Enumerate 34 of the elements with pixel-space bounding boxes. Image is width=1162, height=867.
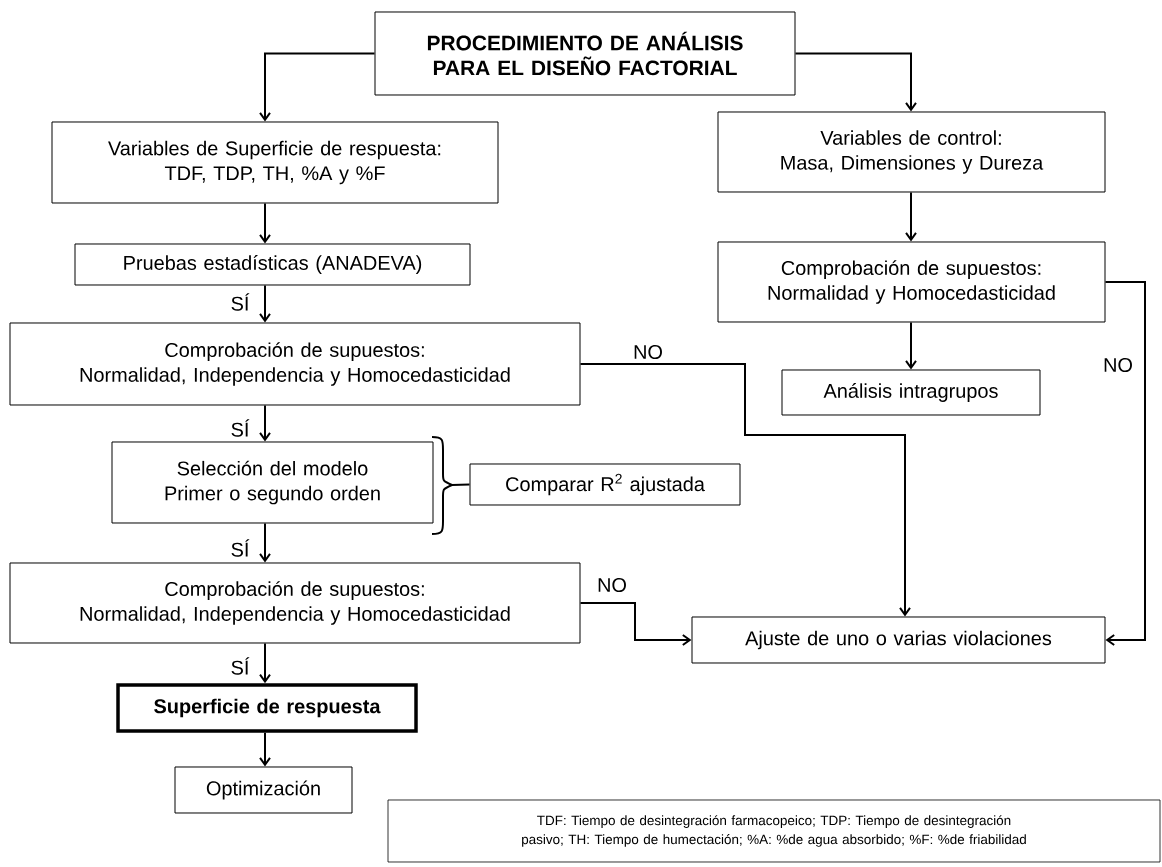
title-box: PROCEDIMIENTO DE ANÁLISIS PARA EL DISEÑO FACTORIAL (374, 11, 796, 96)
arrow (905, 321, 917, 370)
process-box: Análisis intragrupos (781, 369, 1041, 416)
edge-label: SÍ (229, 538, 251, 558)
process-box: Optimización (174, 766, 353, 814)
edge-label: NO (632, 343, 664, 361)
result-box: Superficie de respuesta (116, 683, 418, 733)
process-box: Ajuste de uno o varias violaciones (691, 616, 1106, 664)
process-box: Comprobación de supuestos: Normalidad, Independencia y Homocedasticidad (9, 562, 581, 644)
arrow (259, 284, 271, 323)
process-box: Variables de control: Masa, Dimensiones y Dureza (717, 111, 1106, 193)
edge-label: NO (596, 576, 628, 594)
arrow (794, 52, 917, 112)
process-box: Variables de Superficie de respuesta: TDF, TDP, TH, %A y %F (51, 121, 499, 204)
edge-label: NO (1102, 356, 1134, 374)
arrow (1104, 281, 1146, 646)
arrow (259, 404, 271, 442)
arrow (579, 602, 692, 646)
edge-label: SÍ (229, 292, 251, 312)
arrow (259, 731, 271, 767)
process-box: Comprobación de supuestos: Normalidad y Homocedasticidad (717, 241, 1106, 323)
arrow (259, 642, 271, 684)
arrow (259, 202, 271, 244)
process-box: Comprobación de supuestos: Normalidad, Independencia y Homocedasticidad (9, 322, 581, 406)
edge-label: SÍ (229, 656, 251, 676)
process-box: Comparar R$^{2}$ ajustada (469, 463, 741, 506)
note-box: TDF: Tiempo de desintegración farmacopeico; TDP: Tiempo de desintegración pasivo; TH: Tiempo de humectación; %A: %de agua absorbido; %F: %de friabilidad (387, 799, 1161, 863)
edge-label: SÍ (229, 418, 251, 438)
arrow (259, 52, 376, 122)
process-box: Selección del modelo Primer o segundo orden (111, 441, 434, 524)
arrow (905, 191, 917, 242)
arrow (259, 522, 271, 563)
arrow (579, 363, 911, 617)
process-box: Pruebas estadísticas (ANADEVA) (74, 243, 471, 286)
